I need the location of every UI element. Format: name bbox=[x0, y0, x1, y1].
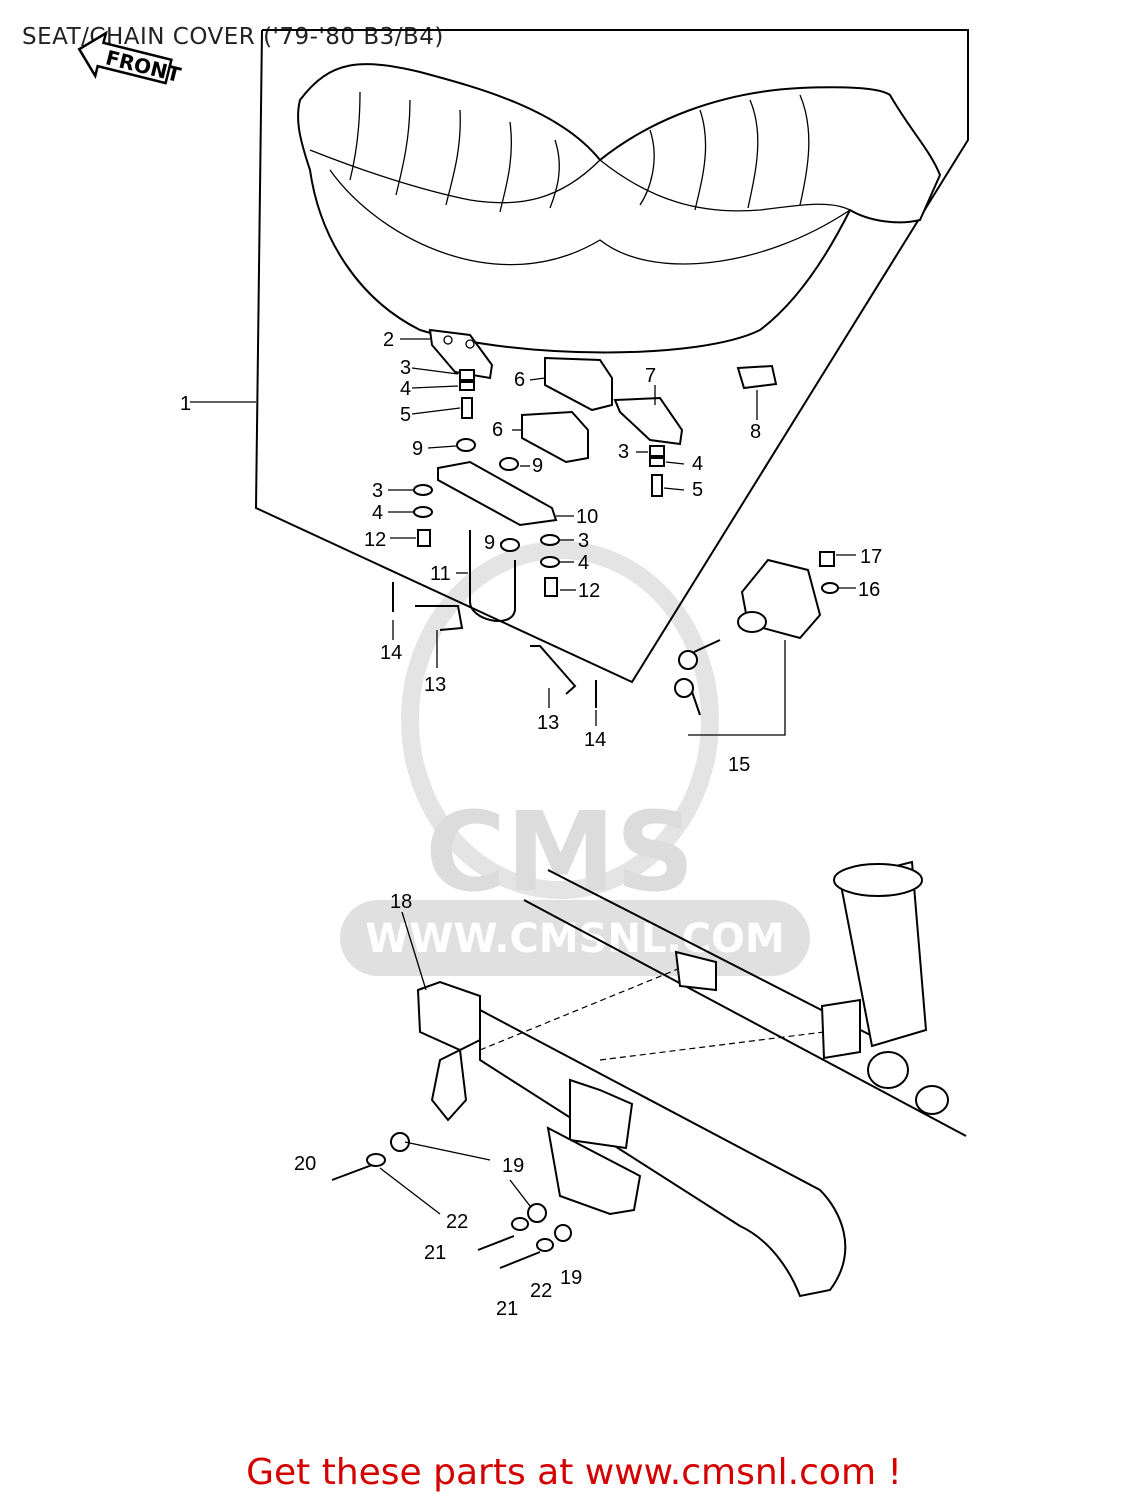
callout-19: 19 bbox=[502, 1155, 524, 1177]
callout-3b: 3 bbox=[618, 441, 629, 463]
seat bbox=[297, 63, 942, 354]
seat-cushion-block bbox=[544, 356, 613, 412]
front-arrow-icon: FRONT bbox=[77, 30, 184, 87]
hook bbox=[530, 645, 577, 695]
callout-labels: 1 2 3 4 5 6 6 7 8 9 3 4 5 9 3 4 12 10 9 … bbox=[180, 329, 882, 1320]
callout-3d: 3 bbox=[578, 530, 589, 552]
seat-latch bbox=[613, 396, 684, 446]
callout-8: 8 bbox=[750, 421, 761, 443]
callout-12b: 12 bbox=[578, 580, 600, 602]
chain-cover bbox=[416, 869, 967, 1298]
callout-21b: 21 bbox=[496, 1298, 518, 1320]
callout-17: 17 bbox=[860, 546, 882, 568]
rubber-stopper bbox=[736, 364, 778, 390]
hinge-bracket bbox=[428, 328, 494, 380]
mounting-plate bbox=[437, 460, 558, 527]
callout-13: 13 bbox=[424, 674, 446, 696]
cta-link[interactable]: Get these parts at www.cmsnl.com ! bbox=[246, 1452, 902, 1493]
u-bolt bbox=[469, 530, 516, 623]
assembly-frame bbox=[254, 29, 969, 684]
callout-2: 2 bbox=[383, 329, 394, 351]
callout-4b: 4 bbox=[692, 453, 703, 475]
callout-5: 5 bbox=[400, 404, 411, 426]
callout-14: 14 bbox=[380, 642, 402, 664]
callout-7: 7 bbox=[645, 365, 656, 387]
callout-6: 6 bbox=[514, 369, 525, 391]
callout-20: 20 bbox=[294, 1153, 316, 1175]
callout-9b: 9 bbox=[532, 455, 543, 477]
leader-lines bbox=[190, 338, 856, 991]
callout-14b: 14 bbox=[584, 729, 606, 751]
callout-19b: 19 bbox=[560, 1267, 582, 1289]
callout-3c: 3 bbox=[372, 480, 383, 502]
callout-3: 3 bbox=[400, 357, 411, 379]
callout-6b: 6 bbox=[492, 419, 503, 441]
callout-1: 1 bbox=[180, 393, 191, 415]
callout-10: 10 bbox=[576, 506, 598, 528]
seat-cushion-block bbox=[521, 410, 589, 464]
callout-11: 11 bbox=[430, 563, 451, 585]
callout-16: 16 bbox=[858, 579, 880, 601]
callout-4c: 4 bbox=[372, 502, 383, 524]
key-icon bbox=[674, 678, 694, 698]
callout-9c: 9 bbox=[484, 532, 495, 554]
watermark-brand: CMS bbox=[425, 788, 694, 916]
hook bbox=[415, 605, 464, 631]
key-icon bbox=[678, 650, 698, 670]
callout-21: 21 bbox=[424, 1242, 446, 1264]
callout-15: 15 bbox=[728, 754, 750, 776]
callout-9: 9 bbox=[412, 438, 423, 460]
callout-5b: 5 bbox=[692, 479, 703, 501]
callout-12: 12 bbox=[364, 529, 386, 551]
callout-22b: 22 bbox=[530, 1280, 552, 1302]
callout-18: 18 bbox=[390, 891, 412, 913]
callout-13b: 13 bbox=[537, 712, 559, 734]
watermark-url: WWW.CMSNL.COM bbox=[365, 916, 785, 962]
callout-4d: 4 bbox=[578, 552, 589, 574]
callout-4: 4 bbox=[400, 378, 411, 400]
seat-lock bbox=[674, 551, 839, 716]
callout-22: 22 bbox=[446, 1211, 468, 1233]
shock-absorber bbox=[674, 860, 949, 1115]
